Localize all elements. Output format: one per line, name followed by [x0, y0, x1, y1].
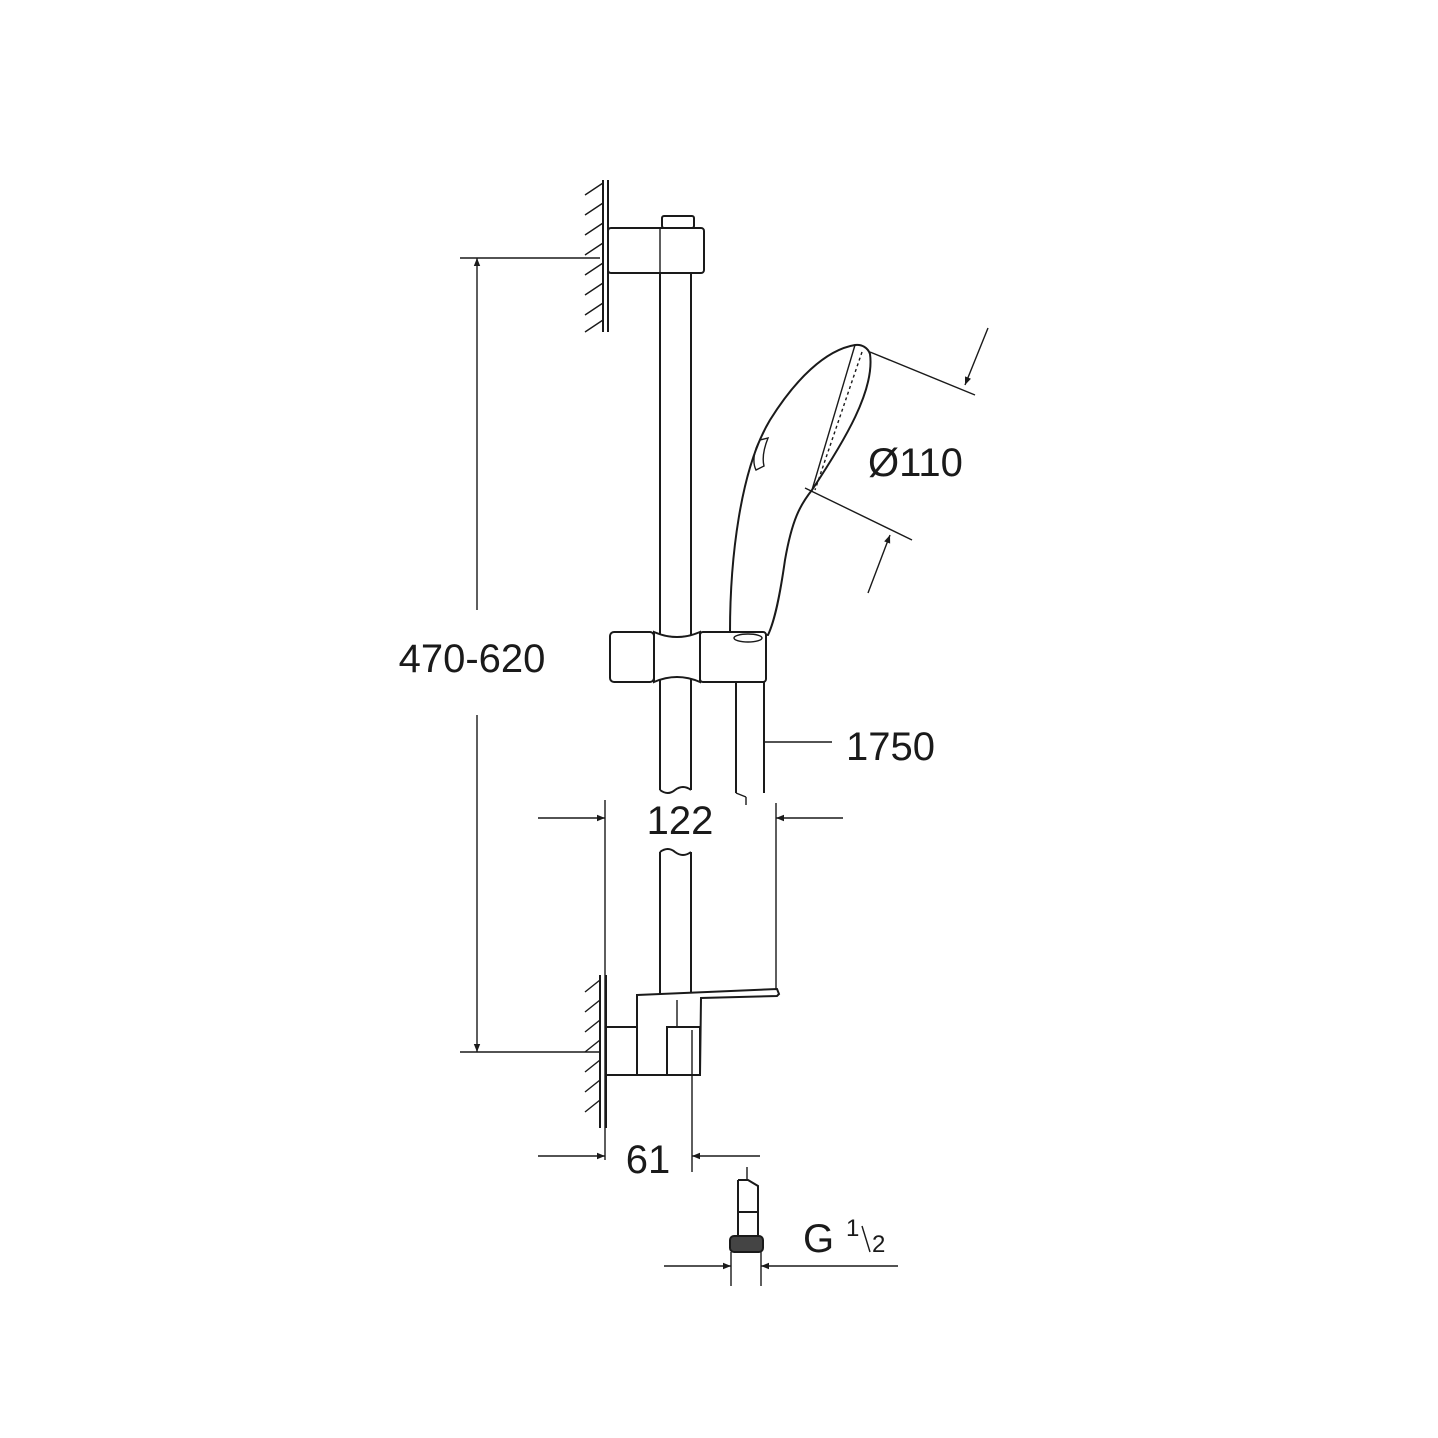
hose-connector: [729, 1167, 764, 1286]
thread-label-denominator: 2: [872, 1231, 885, 1258]
top-bracket: [607, 215, 705, 274]
thread-fraction-slash: [861, 1225, 871, 1253]
dimension-shower-diameter: [804, 327, 989, 594]
bottom-bracket-shelf: [605, 987, 781, 1076]
dimension-bracket-projection: [538, 1030, 760, 1172]
dimension-rail-height: [460, 257, 600, 1053]
thread-label-numerator: 1: [846, 1215, 859, 1242]
hose-length-label: 1750: [846, 725, 935, 769]
rail-height-label: 470-620: [399, 637, 546, 681]
shower-hose: [735, 682, 765, 805]
total-projection-label: 122: [647, 799, 714, 843]
bracket-projection-label: 61: [626, 1138, 671, 1182]
diameter-label: Ø110: [868, 441, 963, 485]
slider-holder: [609, 630, 767, 684]
hand-shower: [728, 343, 872, 637]
dimension-total-projection: [538, 800, 843, 1160]
wall-top: [584, 180, 609, 333]
thread-label-prefix: G: [803, 1217, 834, 1261]
